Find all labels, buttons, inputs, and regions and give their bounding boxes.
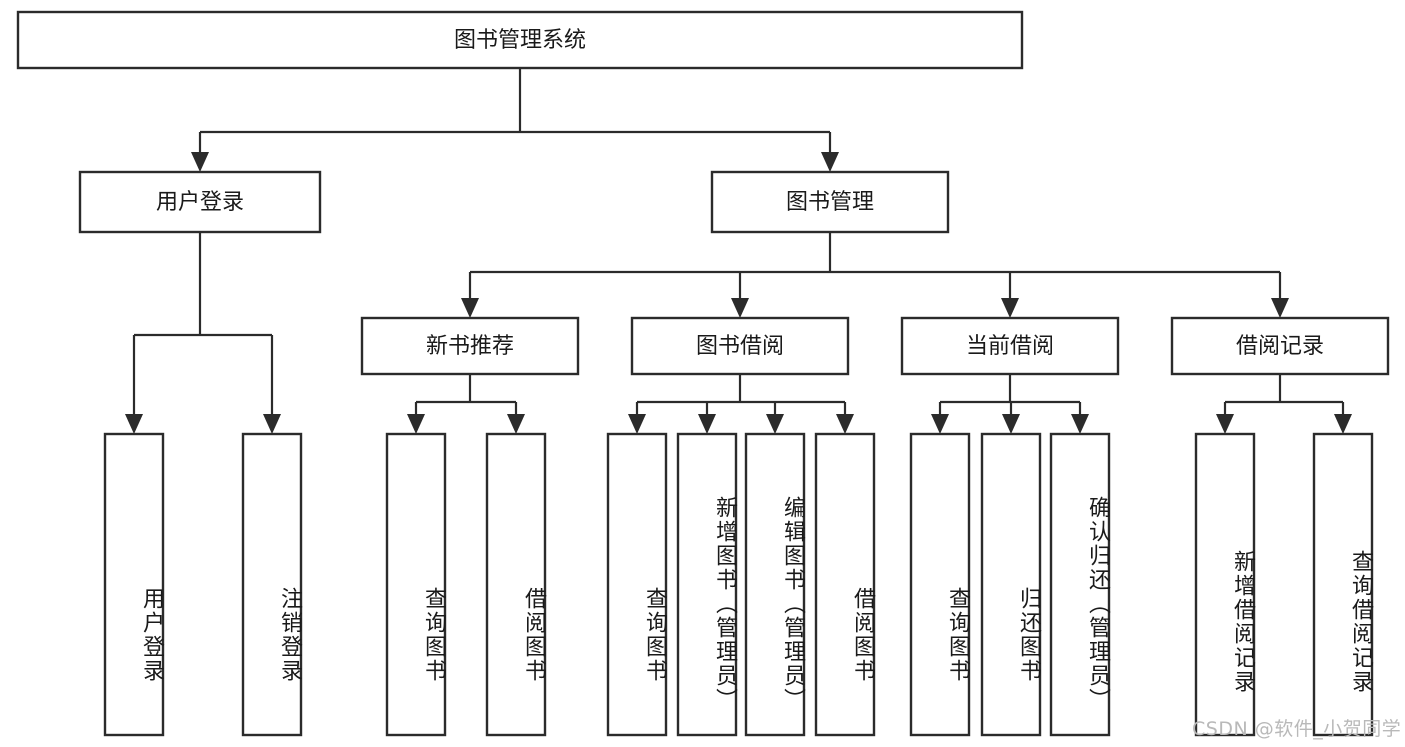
arrow-head-icon <box>628 414 646 434</box>
node-box-leaf-confirm-return-admin[interactable] <box>1049 432 1111 737</box>
node-box-leaf-query-book-rec[interactable] <box>385 432 447 737</box>
node-box-leaf-query-book-borrow[interactable] <box>606 432 668 737</box>
node-box-leaf-query-borrow-record[interactable] <box>1312 432 1374 737</box>
node-box-user-login[interactable] <box>78 170 322 234</box>
connectors-layer <box>125 68 1352 434</box>
node-label-current-borrow: 当前借阅 <box>966 334 1054 359</box>
arrow-head-icon <box>698 414 716 434</box>
node-box-leaf-edit-book-admin[interactable] <box>744 432 806 737</box>
node-box-leaf-add-borrow-record[interactable] <box>1194 432 1256 737</box>
arrow-head-icon <box>461 298 479 318</box>
node-box-leaf-user-login[interactable] <box>103 432 165 737</box>
node-label-book-borrow: 图书借阅 <box>696 334 784 359</box>
arrow-head-icon <box>407 414 425 434</box>
arrow-head-icon <box>1001 298 1019 318</box>
arrow-head-icon <box>931 414 949 434</box>
node-box-leaf-return-book[interactable] <box>980 432 1042 737</box>
node-box-leaf-add-book-admin[interactable] <box>676 432 738 737</box>
node-box-root[interactable] <box>16 10 1024 70</box>
arrow-head-icon <box>1002 414 1020 434</box>
arrow-head-icon <box>191 152 209 172</box>
arrow-head-icon <box>821 152 839 172</box>
arrow-head-icon <box>836 414 854 434</box>
node-box-leaf-borrow-book-rec[interactable] <box>485 432 547 737</box>
arrow-head-icon <box>263 414 281 434</box>
node-label-user-login: 用户登录 <box>156 190 244 215</box>
nodes-layer <box>16 10 1390 737</box>
node-box-book-borrow[interactable] <box>630 316 850 376</box>
node-box-new-book-recommend[interactable] <box>360 316 580 376</box>
arrow-head-icon <box>125 414 143 434</box>
node-box-leaf-borrow-book[interactable] <box>814 432 876 737</box>
node-label-book-manage: 图书管理 <box>786 190 874 215</box>
node-label-borrow-record: 借阅记录 <box>1236 334 1324 359</box>
node-label-root: 图书管理系统 <box>454 28 586 53</box>
node-box-book-manage[interactable] <box>710 170 950 234</box>
arrow-head-icon <box>1334 414 1352 434</box>
arrow-head-icon <box>1216 414 1234 434</box>
arrow-head-icon <box>1071 414 1089 434</box>
arrow-head-icon <box>731 298 749 318</box>
node-box-leaf-logout[interactable] <box>241 432 303 737</box>
node-box-borrow-record[interactable] <box>1170 316 1390 376</box>
arrow-head-icon <box>1271 298 1289 318</box>
arrow-head-icon <box>766 414 784 434</box>
arrow-head-icon <box>507 414 525 434</box>
node-box-leaf-query-book-current[interactable] <box>909 432 971 737</box>
watermark-text: CSDN @软件_小贺同学 <box>1192 718 1402 740</box>
node-box-current-borrow[interactable] <box>900 316 1120 376</box>
node-label-new-book-recommend: 新书推荐 <box>426 334 514 359</box>
